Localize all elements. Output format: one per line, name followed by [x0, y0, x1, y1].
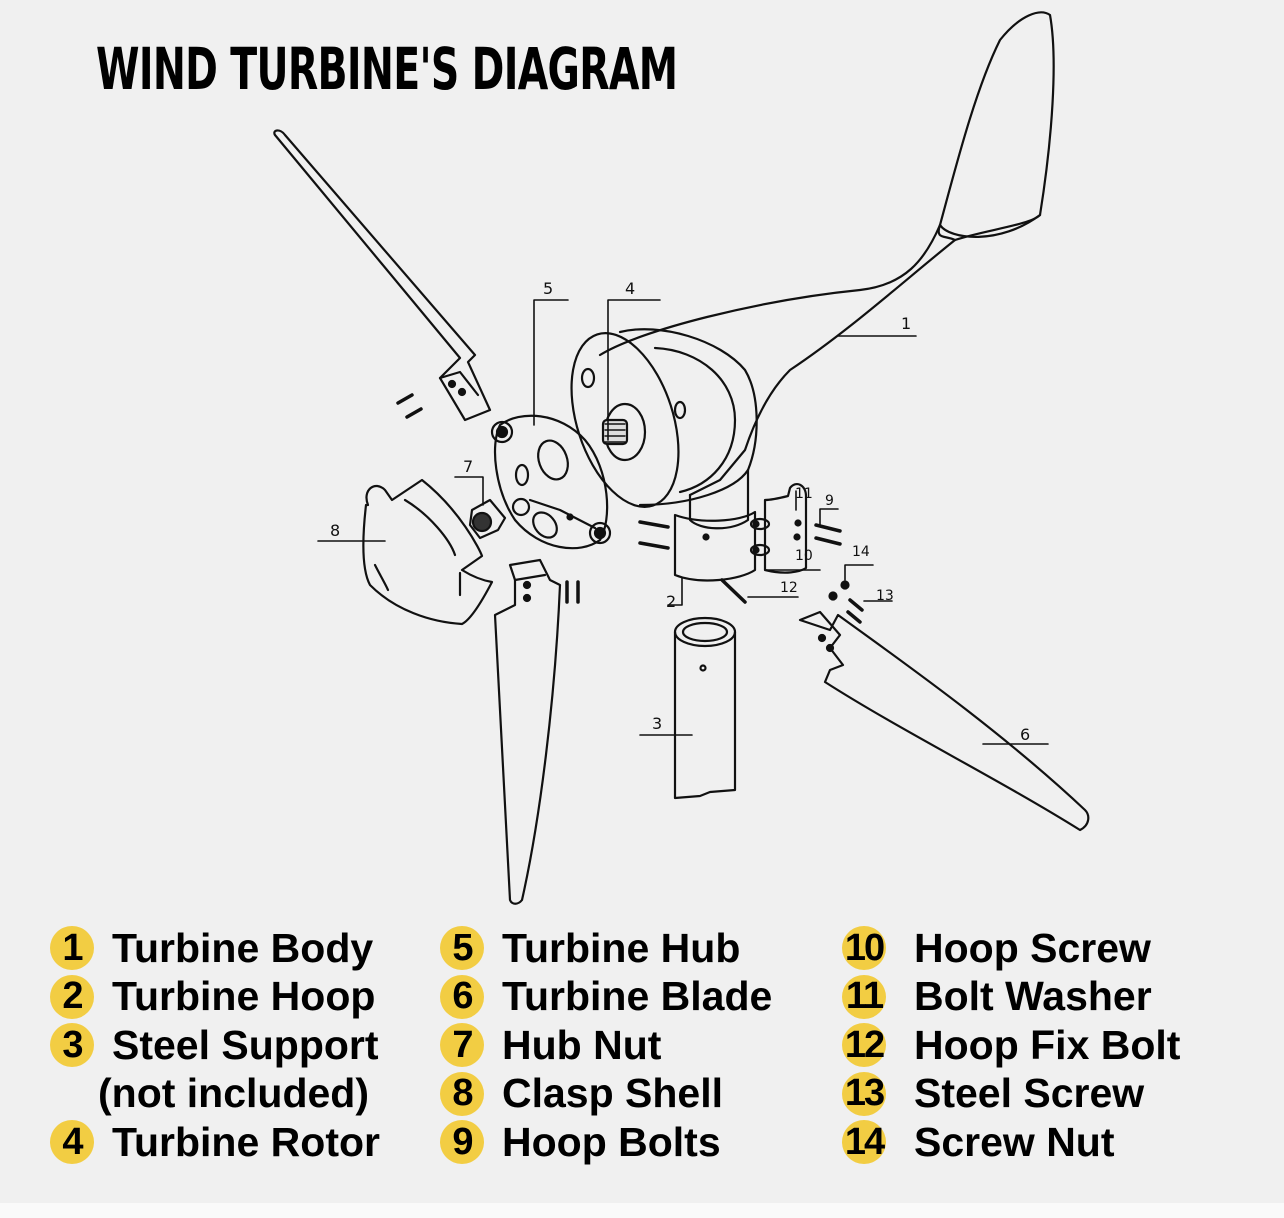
callout-8: 8 — [330, 521, 340, 540]
callout-13: 13 — [876, 588, 894, 604]
number-badge: 4 — [50, 1120, 94, 1165]
turbine-blade-upper-left — [273, 129, 492, 422]
fasteners — [638, 519, 864, 624]
callout-11: 11 — [795, 486, 813, 502]
callout-5: 5 — [543, 279, 553, 298]
legend-label: Hub Nut — [502, 1021, 662, 1068]
callout-2: 2 — [666, 592, 676, 611]
number-badge: 11 — [842, 974, 886, 1019]
legend-item: 7 Hub Nut — [440, 1021, 772, 1070]
page-title: WIND TURBINE'S DIAGRAM — [96, 35, 678, 103]
steel-support — [673, 616, 737, 800]
legend-item-continuation: (not included) — [50, 1070, 380, 1119]
turbine-blade-lower-right — [798, 610, 1090, 832]
hub-nut — [468, 498, 507, 540]
legend-item: 3 Steel Support — [50, 1021, 380, 1070]
legend-item: 1 Turbine Body — [50, 924, 380, 973]
turbine-hoop — [673, 483, 808, 582]
callout-1: 1 — [901, 314, 911, 333]
callout-6: 6 — [1020, 725, 1030, 744]
legend-column-3: 10 Hoop Screw 11 Bolt Washer 12 Hoop Fix… — [842, 924, 1180, 1167]
legend-label: Bolt Washer — [914, 973, 1152, 1020]
legend-label: Turbine Body — [112, 924, 374, 971]
callout-7: 7 — [463, 457, 473, 476]
number-badge: 1 — [50, 926, 94, 971]
legend-label: Hoop Fix Bolt — [914, 1021, 1181, 1068]
number-badge: 13 — [842, 1071, 886, 1116]
legend-item: 4 Turbine Rotor — [50, 1118, 380, 1167]
callout-numbers: 1 2 3 4 5 6 7 8 9 10 11 12 13 14 — [330, 279, 1030, 744]
number-badge: 14 — [842, 1120, 886, 1165]
number-badge: 10 — [842, 926, 886, 971]
legend-column-1: 1 Turbine Body 2 Turbine Hoop 3 Steel Su… — [50, 924, 380, 1167]
legend-item: 9 Hoop Bolts — [440, 1118, 772, 1167]
number-badge: 3 — [50, 1023, 94, 1068]
legend-label: Clasp Shell — [502, 1070, 724, 1117]
legend-item: 10 Hoop Screw — [842, 924, 1180, 973]
callout-12: 12 — [780, 580, 798, 596]
callout-4: 4 — [625, 279, 635, 298]
legend-item: 13 Steel Screw — [842, 1070, 1180, 1119]
legend-column-2: 5 Turbine Hub 6 Turbine Blade 7 Hub Nut … — [440, 924, 772, 1167]
number-badge: 6 — [440, 974, 484, 1019]
callout-10: 10 — [795, 548, 813, 564]
legend-item: 6 Turbine Blade — [440, 973, 772, 1022]
legend-item: 12 Hoop Fix Bolt — [842, 1021, 1180, 1070]
legend-label: Steel Screw — [914, 1070, 1145, 1117]
legend-label: Screw Nut — [914, 1118, 1115, 1165]
clasp-shell — [362, 478, 494, 626]
legend-item: 8 Clasp Shell — [440, 1070, 772, 1119]
turbine-blade-bottom — [493, 558, 580, 905]
legend-label: Turbine Blade — [502, 973, 773, 1020]
number-badge: 5 — [440, 926, 484, 971]
legend-label: Steel Support — [112, 1021, 379, 1068]
legend-label: Hoop Screw — [914, 924, 1151, 971]
legend-label: (not included) — [98, 1070, 370, 1117]
legend-item: 2 Turbine Hoop — [50, 973, 380, 1022]
number-badge: 12 — [842, 1023, 886, 1068]
callout-14: 14 — [852, 544, 870, 560]
legend-label: Turbine Hub — [502, 924, 741, 971]
legend-label: Turbine Rotor — [112, 1118, 380, 1165]
turbine-hub — [490, 414, 612, 550]
legend-item: 5 Turbine Hub — [440, 924, 772, 973]
callout-9: 9 — [825, 493, 834, 509]
number-badge: 8 — [440, 1071, 484, 1116]
bottom-strip — [0, 1203, 1284, 1218]
turbine-body — [570, 11, 1055, 530]
legend-label: Hoop Bolts — [502, 1118, 721, 1165]
legend-label: Turbine Hoop — [112, 973, 376, 1020]
legend-item: 14 Screw Nut — [842, 1118, 1180, 1167]
number-badge: 2 — [50, 974, 94, 1019]
number-badge: 9 — [440, 1120, 484, 1165]
leader-lines — [317, 299, 1049, 745]
legend-item: 11 Bolt Washer — [842, 973, 1180, 1022]
exploded-diagram: 1 2 3 4 5 6 7 8 9 10 11 12 13 14 — [273, 11, 1090, 905]
number-badge: 7 — [440, 1023, 484, 1068]
callout-3: 3 — [652, 714, 662, 733]
